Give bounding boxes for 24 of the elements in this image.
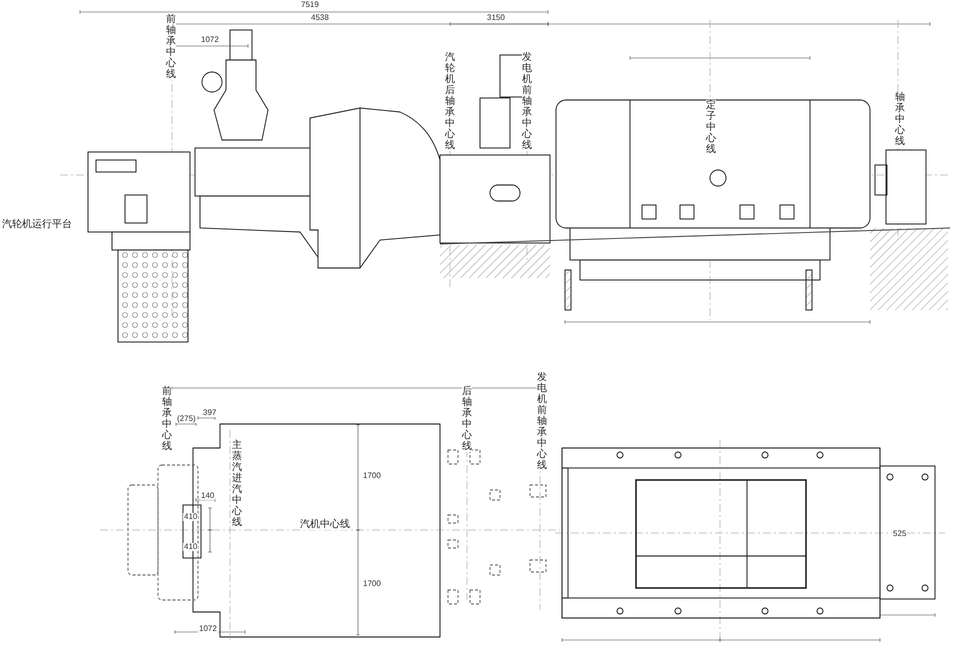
dimension-value: 1700 [362,580,382,588]
centerline-label: 轴承中心线 [895,92,905,147]
dimension-value: 1072 [200,36,220,44]
dimension-value: 4538 [310,14,330,22]
centerline-label: 汽轮机后轴承中心线 [445,52,455,151]
dimension-value: 1700 [362,472,382,480]
dimension-value: 410 [183,543,198,551]
dimension-value: 3150 [486,14,506,22]
centerline-label: 前轴承中心线 [166,14,176,80]
dimension-value: 525 [892,530,908,538]
dimension-value: (275) [176,415,197,423]
centerline-label: 汽机中心线 [300,520,350,530]
dimension-value: 397 [202,409,218,417]
dimension-value: 140 [200,492,216,500]
centerline-label: 主蒸汽进汽中心线 [232,440,242,528]
centerline-label: 发电机前轴承中心线 [537,372,547,471]
dimension-value: 7519 [300,1,320,9]
centerline-label: 发电机前轴承中心线 [522,52,532,151]
centerline-label: 汽轮机运行平台 [2,220,72,230]
centerline-label: 后轴承中心线 [462,386,472,452]
dimension-value: 1072 [198,625,218,633]
centerline-label: 定子中心线 [706,100,716,155]
centerline-label: 前轴承中心线 [162,386,172,452]
dimension-value: 410 [183,513,198,521]
